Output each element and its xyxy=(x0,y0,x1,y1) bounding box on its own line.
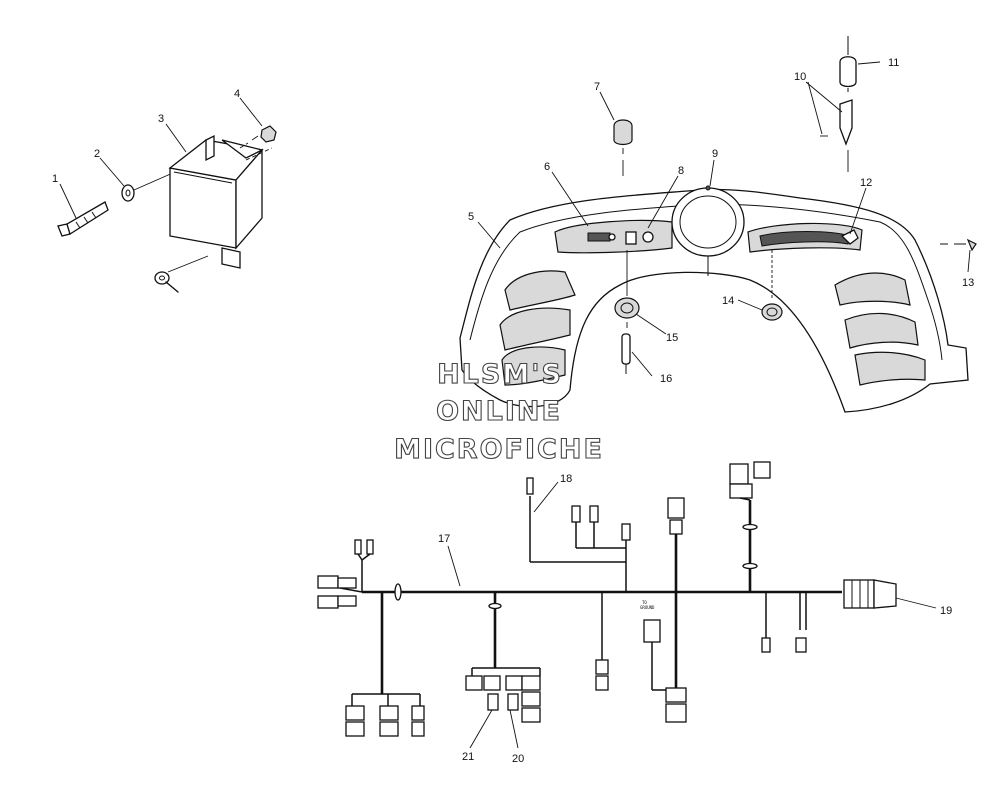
callout-12: 12 xyxy=(860,177,872,189)
washer-part xyxy=(121,184,135,202)
callout-8: 8 xyxy=(678,165,684,177)
callout-17: 17 xyxy=(438,533,450,545)
callout-18: 18 xyxy=(560,473,572,485)
callout-3: 3 xyxy=(158,113,164,125)
ring-terminal-part xyxy=(154,255,209,293)
callout-10: 10 xyxy=(794,71,806,83)
svg-text:GROUND: GROUND xyxy=(640,605,655,610)
callout-labels: 1 2 3 4 5 6 7 8 9 10 11 12 13 14 15 16 1… xyxy=(52,57,974,765)
callout-20: 20 xyxy=(512,753,524,765)
grommet-part-2 xyxy=(614,250,640,328)
switch-part xyxy=(820,36,857,172)
callout-15: 15 xyxy=(666,332,678,344)
control-module-part xyxy=(168,134,264,269)
watermark-line-1: HLSM'S xyxy=(437,359,563,390)
bulb-part xyxy=(621,333,631,374)
dash-panel-part xyxy=(459,185,969,413)
callout-14: 14 xyxy=(722,295,734,307)
watermark: HLSM'S ONLINE MICROFICHE xyxy=(394,358,604,465)
callout-7: 7 xyxy=(594,81,600,93)
watermark-line-3: MICROFICHE xyxy=(394,434,604,465)
leader-lines xyxy=(59,61,971,749)
screw-part xyxy=(940,238,977,252)
callout-16: 16 xyxy=(660,373,672,385)
nut-part xyxy=(260,125,277,143)
callout-21: 21 xyxy=(462,751,474,763)
callout-13: 13 xyxy=(962,277,974,289)
bolt-part xyxy=(57,201,109,237)
callout-9: 9 xyxy=(712,148,718,160)
callout-6: 6 xyxy=(544,161,550,173)
callout-1: 1 xyxy=(52,173,58,185)
callout-5: 5 xyxy=(468,211,474,223)
callout-11: 11 xyxy=(888,57,899,69)
callout-19: 19 xyxy=(940,605,952,617)
callout-4: 4 xyxy=(234,88,240,100)
watermark-line-2: ONLINE xyxy=(436,396,562,427)
knob-part xyxy=(613,119,633,176)
callout-2: 2 xyxy=(94,148,100,160)
wire-harness-part: TO GROUND xyxy=(317,461,897,737)
svg-text:TO: TO xyxy=(642,600,647,605)
grommet-part xyxy=(761,250,783,321)
